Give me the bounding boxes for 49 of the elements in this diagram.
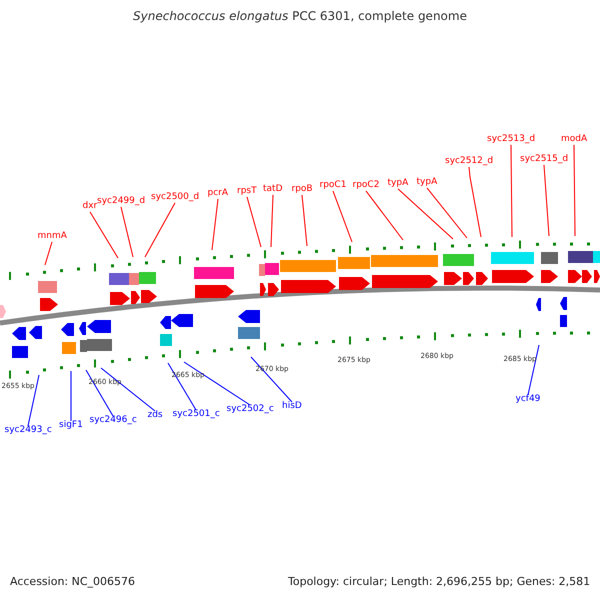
gene-label: ycf49 [516, 395, 540, 405]
gene-label: syc2502_c [226, 405, 274, 415]
leader-line [120, 206, 134, 258]
leader-line [28, 374, 40, 426]
gene-label: dxr [82, 202, 98, 212]
accession-note: Accession: NC_006576 [10, 576, 136, 588]
gene-label: hisD [282, 402, 302, 412]
gene-label: syc2501_c [172, 410, 220, 420]
gene-label: zds [148, 411, 163, 421]
leader-line [398, 188, 454, 240]
gene-label: typA [388, 179, 408, 189]
gene-label: rpoB [292, 185, 313, 195]
genome-summary: Topology: circular; Length: 2,696,255 bp; Genes: 2,581 [288, 576, 590, 588]
gene-label: syc2493_c [4, 426, 52, 436]
leader-line [544, 164, 550, 236]
gene-label: syc2499_d [97, 197, 146, 207]
gene-label: rpoC2 [352, 181, 380, 191]
gene-label: syc2500_d [151, 193, 200, 203]
leader-line [144, 202, 176, 258]
gene-label: syc2513_d [487, 135, 536, 145]
leader-line [366, 190, 404, 240]
gene-label: modA [561, 135, 588, 145]
leader-line [44, 241, 52, 266]
gene-label: mnmA [38, 232, 67, 242]
gene-label: pcrA [208, 189, 228, 199]
gene-label: sigF1 [59, 421, 83, 431]
leader-line [574, 144, 576, 236]
leader-line [332, 190, 352, 242]
gene-label: rpsT [237, 187, 257, 197]
gene-label: syc2515_d [520, 155, 568, 165]
leader-line [212, 198, 218, 250]
gene-label: rpoC1 [320, 181, 346, 191]
leader-line [70, 370, 72, 422]
leader-line [270, 194, 274, 248]
gene-label: typA [416, 178, 438, 188]
leader-line [184, 362, 250, 406]
gene-label: syc2512_d [445, 157, 494, 167]
leader-line [426, 187, 468, 238]
leader-line [100, 368, 156, 412]
leader-line [90, 211, 118, 258]
leader-line [168, 362, 196, 410]
title: Synechococcus elongatus PCC 6301, complete genome [132, 10, 468, 24]
leader-line [250, 356, 292, 402]
gene-label: syc2496_c [90, 416, 137, 426]
gene-label: tatD [263, 185, 283, 195]
leader-line [302, 194, 308, 246]
leader-line [246, 196, 262, 248]
leader-line [468, 166, 482, 238]
leader-line [510, 144, 512, 238]
